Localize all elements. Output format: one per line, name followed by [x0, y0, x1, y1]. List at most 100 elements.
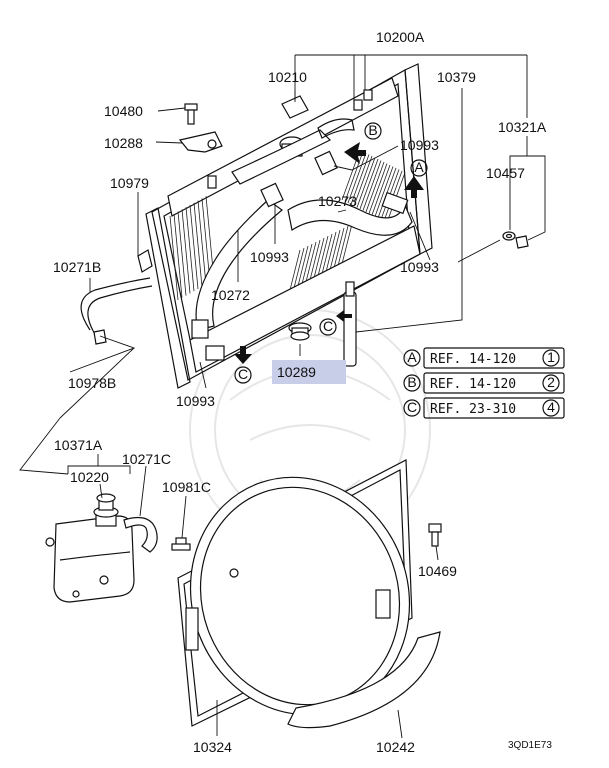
bracket-10288 — [178, 131, 223, 153]
label-10469[interactable]: 10469 — [418, 563, 457, 579]
bolt-10321A — [515, 235, 529, 249]
label-10242[interactable]: 10242 — [376, 739, 415, 755]
marker-A: A — [410, 159, 428, 177]
label-10993-top[interactable]: 10993 — [400, 137, 439, 153]
fin-line — [341, 223, 353, 265]
fin-line — [344, 151, 364, 202]
marker-C-1: C — [234, 366, 252, 384]
fin-line — [365, 161, 385, 213]
label-10324[interactable]: 10324 — [193, 739, 232, 755]
reservoir-tank — [45, 506, 135, 603]
label-10273[interactable]: 10273 — [318, 193, 357, 209]
fin-line — [169, 215, 179, 301]
svg-text:REF. 14-120: REF. 14-120 — [430, 352, 516, 367]
label-10220[interactable]: 10220 — [70, 469, 109, 485]
clip-10979 — [137, 249, 153, 273]
label-10379[interactable]: 10379 — [437, 69, 476, 85]
hose-clamp-group — [191, 150, 409, 361]
reference-row-C[interactable]: C REF. 23-310 4 — [403, 397, 565, 419]
svg-text:4: 4 — [547, 399, 555, 415]
overflow-hose-10271B — [80, 277, 151, 331]
fin-line — [173, 213, 183, 298]
label-10321A[interactable]: 10321A — [498, 119, 547, 135]
fin-line — [359, 158, 379, 210]
fin-line — [368, 163, 388, 214]
fin-line — [289, 249, 301, 291]
svg-text:1: 1 — [547, 349, 555, 365]
label-10288[interactable]: 10288 — [104, 135, 143, 151]
fin-line — [181, 209, 191, 294]
fin-line — [309, 239, 321, 281]
fin-line — [374, 166, 394, 217]
svg-text:B: B — [407, 374, 416, 390]
fin-line — [189, 204, 199, 290]
highlight-box — [272, 360, 346, 384]
lower-shroud-10242 — [287, 631, 441, 729]
fin-line — [362, 160, 382, 211]
fin-line — [301, 243, 313, 285]
fan-shroud-10324 — [177, 459, 413, 727]
svg-text:A: A — [407, 349, 417, 365]
fin-line — [337, 225, 349, 267]
fin-line — [329, 229, 341, 271]
label-10981C[interactable]: 10981C — [162, 479, 211, 495]
svg-text:B: B — [368, 122, 377, 138]
fin-line — [333, 227, 345, 269]
label-10993-right[interactable]: 10993 — [400, 259, 439, 275]
label-10978B[interactable]: 10978B — [68, 375, 116, 391]
label-10993-bottom[interactable]: 10993 — [176, 393, 215, 409]
svg-text:2: 2 — [547, 374, 555, 390]
fin-line — [197, 200, 207, 285]
svg-text:REF. 14-120: REF. 14-120 — [430, 377, 516, 392]
marker-C-2: C — [319, 318, 337, 336]
fin-line — [325, 231, 337, 273]
label-10457[interactable]: 10457 — [486, 165, 525, 181]
part-labels: 10200A 10210 10379 10480 10321A 10288 10… — [53, 29, 547, 755]
clip-10978B — [93, 329, 107, 345]
marker-B: B — [364, 122, 382, 140]
label-10272[interactable]: 10272 — [211, 287, 250, 303]
svg-text:A: A — [414, 159, 424, 175]
fin-line — [321, 233, 333, 275]
fin-line — [347, 152, 367, 204]
fin-line — [177, 211, 187, 296]
fin-line — [293, 247, 305, 289]
direction-arrows — [234, 142, 424, 364]
svg-text:C: C — [238, 366, 248, 382]
leader-lines — [19, 54, 546, 739]
fin-line — [313, 237, 325, 279]
part-10210-plate — [281, 95, 309, 119]
fin-line — [193, 202, 203, 287]
upper-hose — [287, 199, 413, 236]
diagram-code: 3QD1E73 — [508, 740, 552, 751]
label-10271C[interactable]: 10271C — [122, 451, 171, 467]
drain-tube — [343, 291, 357, 367]
label-10480[interactable]: 10480 — [104, 103, 143, 119]
fin-line — [201, 198, 211, 283]
reference-row-B[interactable]: B REF. 14-120 2 — [403, 372, 565, 394]
fin-line — [305, 241, 317, 283]
label-10210[interactable]: 10210 — [268, 69, 307, 85]
label-10371A[interactable]: 10371A — [54, 437, 103, 453]
bolt-10469 — [428, 523, 442, 547]
fin-line — [356, 157, 376, 208]
label-10200A[interactable]: 10200A — [376, 29, 425, 45]
svg-text:C: C — [407, 399, 417, 415]
label-10979[interactable]: 10979 — [110, 175, 149, 191]
small-top-hose — [231, 129, 332, 185]
fin-line — [317, 235, 329, 277]
svg-text:C: C — [323, 318, 333, 334]
bolt-10480 — [184, 103, 198, 125]
fin-line — [185, 207, 195, 292]
reservoir-cap-10220 — [96, 493, 116, 511]
clip-10981C — [171, 537, 191, 551]
label-10271B[interactable]: 10271B — [53, 259, 101, 275]
svg-text:REF. 23-310: REF. 23-310 — [430, 402, 516, 417]
svg-text:10289: 10289 — [277, 364, 316, 380]
washer-10457 — [502, 231, 516, 241]
label-10993-mid[interactable]: 10993 — [250, 249, 289, 265]
fin-line — [371, 164, 391, 216]
reference-row-A[interactable]: A REF. 14-120 1 — [403, 347, 565, 369]
label-10289-highlighted[interactable]: 10289 — [272, 360, 346, 384]
